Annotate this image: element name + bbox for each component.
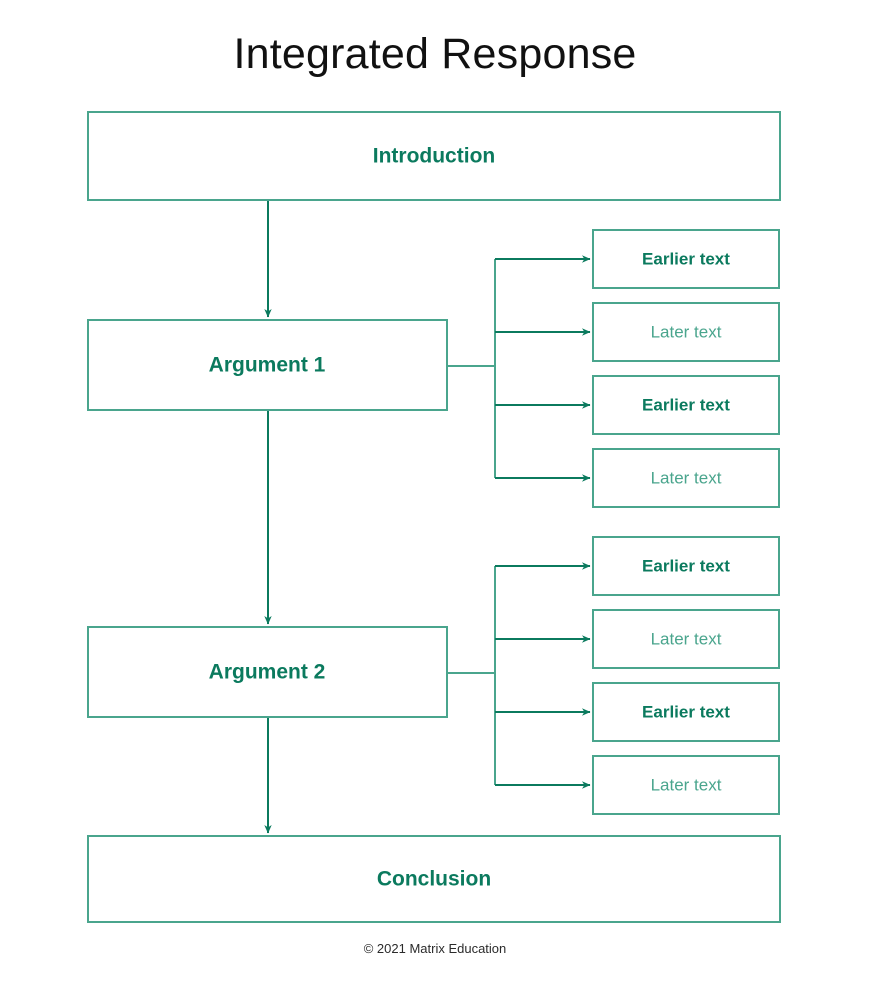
leaf-box-1-1[interactable]	[592, 229, 780, 289]
leaf-box-2-1[interactable]	[592, 536, 780, 596]
leaf-box-2-4[interactable]	[592, 755, 780, 815]
leaf-label-2-2: Later text	[651, 629, 722, 648]
leaf-label-2-4: Later text	[651, 775, 722, 794]
node-conclusion[interactable]	[87, 835, 781, 923]
leaf-box-1-2[interactable]	[592, 302, 780, 362]
node-conclusion-label: Conclusion	[377, 868, 491, 891]
node-introduction[interactable]	[87, 111, 781, 201]
leaf-box-1-3[interactable]	[592, 375, 780, 435]
leaf-label-2-1: Earlier text	[642, 556, 730, 575]
node-argument1-label: Argument 1	[209, 354, 326, 377]
node-introduction-label: Introduction	[373, 145, 495, 168]
leaf-label-1-3: Earlier text	[642, 395, 730, 414]
leaf-box-2-2[interactable]	[592, 609, 780, 669]
page-title: Integrated Response	[233, 30, 637, 78]
node-argument2-label: Argument 2	[209, 661, 326, 684]
leaf-label-1-2: Later text	[651, 322, 722, 341]
leaf-label-2-3: Earlier text	[642, 702, 730, 721]
leaf-box-1-4[interactable]	[592, 448, 780, 508]
copyright-credit: © 2021 Matrix Education	[363, 941, 507, 956]
node-argument2[interactable]	[87, 626, 448, 718]
leaf-label-1-4: Later text	[651, 468, 722, 487]
leaf-box-2-3[interactable]	[592, 682, 780, 742]
leaf-label-1-1: Earlier text	[642, 249, 730, 268]
